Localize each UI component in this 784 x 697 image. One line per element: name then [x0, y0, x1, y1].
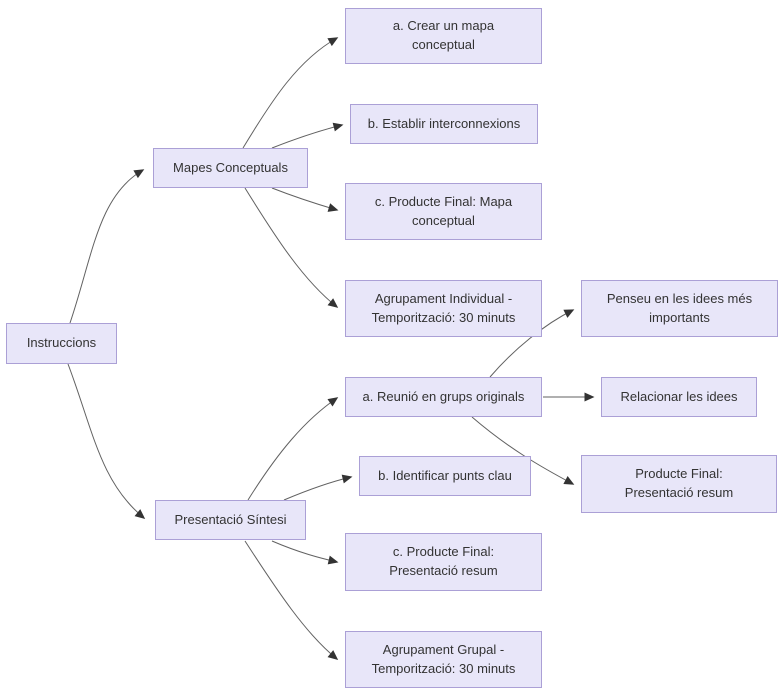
- connector-mapes-to-producte-final-mapa: [271, 187, 339, 212]
- connector-reunio-to-penseu-idees: [489, 309, 575, 378]
- node-crear-mapa[interactable]: a. Crear un mapa conceptual: [345, 8, 542, 64]
- connector-reunio-to-producte-final-presentacio: [471, 416, 575, 485]
- node-relacionar-idees[interactable]: Relacionar les idees: [601, 377, 757, 417]
- node-penseu-idees[interactable]: Penseu en les idees més importants: [581, 280, 778, 337]
- connector-instruccions-to-presentacio-sintesi: [67, 363, 146, 519]
- connector-presentacio-to-identificar-punts: [283, 474, 353, 501]
- node-presentacio-sintesi[interactable]: Presentació Síntesi: [155, 500, 306, 540]
- node-agrupament-grupal[interactable]: Agrupament Grupal - Temporització: 30 mi…: [345, 631, 542, 688]
- node-instruccions[interactable]: Instruccions: [6, 323, 117, 364]
- connector-mapes-to-establir-interconnexions: [271, 122, 344, 149]
- node-identificar-punts[interactable]: b. Identificar punts clau: [359, 456, 531, 496]
- connector-presentacio-to-c-producte-final: [271, 540, 339, 565]
- node-producte-final-presentacio[interactable]: Producte Final: Presentació resum: [581, 455, 777, 513]
- connector-mapes-to-crear-mapa: [242, 37, 339, 149]
- node-reunio-grups[interactable]: a. Reunió en grups originals: [345, 377, 542, 417]
- connector-presentacio-to-agrupament-grupal: [244, 540, 339, 660]
- node-establir-interconnexions[interactable]: b. Establir interconnexions: [350, 104, 538, 144]
- connector-mapes-to-agrupament-individual: [244, 187, 339, 308]
- connector-presentacio-to-reunio-grups: [247, 397, 339, 501]
- connector-instruccions-to-mapes-conceptuals: [69, 169, 145, 324]
- node-c-producte-final-presentacio[interactable]: c. Producte Final: Presentació resum: [345, 533, 542, 591]
- node-mapes-conceptuals[interactable]: Mapes Conceptuals: [153, 148, 308, 188]
- node-producte-final-mapa[interactable]: c. Producte Final: Mapa conceptual: [345, 183, 542, 240]
- node-agrupament-individual[interactable]: Agrupament Individual - Temporització: 3…: [345, 280, 542, 337]
